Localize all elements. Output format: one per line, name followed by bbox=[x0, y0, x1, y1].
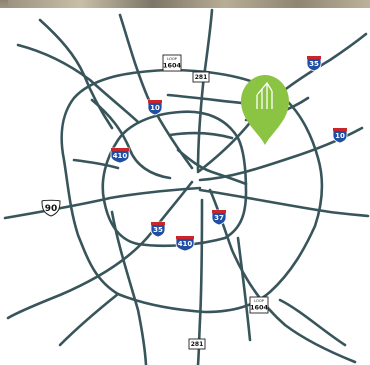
road-downtown-a bbox=[176, 148, 248, 186]
road-i35-southwest bbox=[6, 180, 194, 320]
building-icon bbox=[256, 81, 273, 109]
road-bandera bbox=[90, 98, 172, 180]
loop-1604-north-top: LOOP bbox=[167, 57, 178, 61]
road-north-arc bbox=[38, 18, 114, 130]
map-card: 35 10 410 10 bbox=[0, 8, 370, 365]
road-us281-north bbox=[196, 8, 214, 172]
us-90-shield: 90 bbox=[41, 199, 61, 217]
interstate-10-label: 10 bbox=[150, 104, 160, 112]
road-us90 bbox=[198, 188, 370, 218]
road-west-link bbox=[72, 158, 120, 170]
road-northwest-spur bbox=[16, 43, 140, 124]
highway-281-south-label: 281 bbox=[191, 341, 204, 348]
interstate-37-shield: 37 bbox=[211, 209, 227, 226]
loop-1604-southeast-number: 1604 bbox=[250, 304, 269, 312]
road-southeast-out bbox=[278, 298, 347, 347]
interstate-35-shield-south: 35 bbox=[150, 221, 166, 238]
interstate-35-shield-northeast: 35 bbox=[306, 55, 322, 72]
us-90-label: 90 bbox=[45, 204, 58, 214]
interstate-35-south-label: 35 bbox=[153, 226, 163, 234]
road-southwest-arterial bbox=[110, 210, 148, 365]
interstate-410-shield-west: 410 bbox=[110, 147, 130, 164]
interstate-37-label: 37 bbox=[214, 214, 224, 222]
road-i10-northwest bbox=[118, 13, 194, 170]
loop-1604-north-number: 1604 bbox=[163, 62, 182, 70]
road-southeast-arterial bbox=[236, 236, 252, 342]
interstate-410-label: 410 bbox=[113, 152, 128, 160]
loop-1604-shield-north: LOOP 1604 bbox=[162, 54, 182, 72]
interstate-10-east-label: 10 bbox=[335, 132, 345, 140]
highway-281-north-label: 281 bbox=[195, 74, 208, 81]
interstate-410-shield-south: 410 bbox=[175, 235, 195, 252]
road-i10-west bbox=[3, 186, 202, 220]
highway-281-shield-south: 281 bbox=[188, 338, 206, 350]
road-south-loop-out bbox=[58, 292, 120, 347]
loop-1604-shield-southeast: LOOP 1604 bbox=[249, 296, 269, 314]
background-photo-edge-top bbox=[8, 0, 370, 8]
highway-281-shield-north: 281 bbox=[192, 71, 210, 83]
road-north-connector bbox=[166, 93, 254, 106]
road-map: 35 10 410 10 bbox=[3, 8, 370, 365]
road-loop-1604 bbox=[60, 68, 324, 314]
location-pin[interactable] bbox=[241, 75, 289, 145]
loop-1604-southeast-top: LOOP bbox=[254, 299, 265, 303]
interstate-410-south-label: 410 bbox=[178, 240, 193, 248]
interstate-10-shield-north: 10 bbox=[147, 99, 163, 116]
interstate-10-shield-east: 10 bbox=[332, 127, 348, 144]
road-downtown-b bbox=[168, 131, 234, 140]
road-us281-south bbox=[196, 198, 204, 365]
interstate-35-label: 35 bbox=[309, 60, 319, 68]
